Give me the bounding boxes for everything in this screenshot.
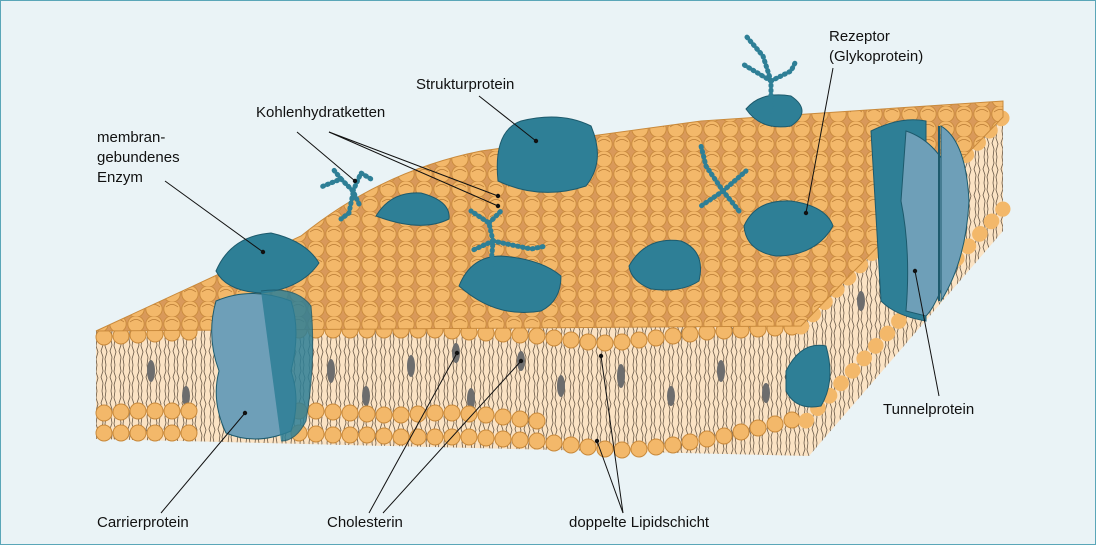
label-cholesterol: Cholesterin [327, 513, 403, 533]
carrier-protein [212, 290, 313, 441]
label-carrier-protein: Carrierprotein [97, 513, 189, 533]
label-receptor-line1: Rezeptor [829, 27, 923, 47]
label-membrane-enzyme-line3: Enzym [97, 168, 180, 188]
label-receptor-line2: (Glykoprotein) [829, 47, 923, 67]
structural-protein [497, 117, 597, 192]
tunnel-protein [871, 120, 969, 321]
label-membrane-enzyme: membran- gebundenes Enzym [97, 128, 180, 188]
label-tunnel-protein: Tunnelprotein [883, 400, 974, 420]
label-lipid-bilayer: doppelte Lipidschicht [569, 513, 709, 533]
label-membrane-enzyme-line1: membran- [97, 128, 180, 148]
label-membrane-enzyme-line2: gebundenes [97, 148, 180, 168]
label-receptor: Rezeptor (Glykoprotein) [829, 27, 923, 67]
label-carbohydrate-chains: Kohlenhydratketten [256, 103, 385, 123]
label-structural-protein: Strukturprotein [416, 75, 514, 95]
